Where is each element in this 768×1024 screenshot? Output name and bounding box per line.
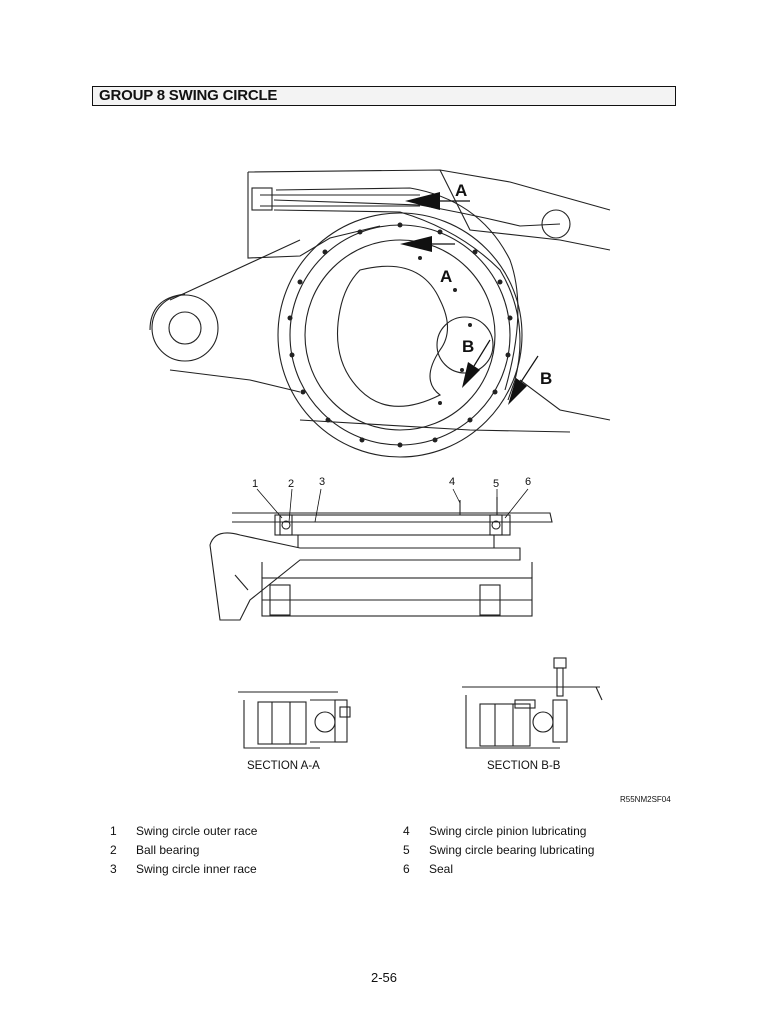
part-number-5: 5 <box>493 478 499 490</box>
inner-race-outline <box>304 239 496 431</box>
outer-race-outline <box>277 212 523 458</box>
part-number-3: 3 <box>319 476 325 488</box>
leader-lines <box>256 488 529 523</box>
hydraulic-lines <box>260 194 420 207</box>
drawing-code: R55NM2SF04 <box>620 795 671 804</box>
view-letter-a2: A <box>440 267 452 286</box>
page-number: 2-56 <box>370 970 398 985</box>
frame-top-edge <box>247 169 611 211</box>
frame-left-block <box>247 172 381 259</box>
section-bb-detail <box>462 657 603 749</box>
boom-pin-hole <box>168 311 202 345</box>
part-number-4: 4 <box>449 476 455 488</box>
section-aa-detail <box>238 691 351 749</box>
pinion-outline <box>436 316 494 374</box>
view-arrows <box>400 192 527 405</box>
frame-right <box>439 169 611 251</box>
boom-pin-boss <box>151 294 219 362</box>
section-bb-label: SECTION B-B <box>487 760 561 772</box>
view-letter-b2: B <box>540 369 552 388</box>
outer-race-bolt-circle <box>289 224 511 446</box>
center-opening <box>337 265 449 407</box>
section-title-box: GROUP 8 SWING CIRCLE <box>92 86 676 106</box>
part-number-6: 6 <box>525 476 531 488</box>
frame-arm <box>169 239 301 393</box>
section-title: GROUP 8 SWING CIRCLE <box>99 87 278 104</box>
grease-line-2 <box>273 209 521 401</box>
bolt-holes <box>287 222 513 448</box>
part-number-1: 1 <box>252 478 258 490</box>
frame-lower-right <box>519 379 611 421</box>
view-letter-b1: B <box>462 337 474 356</box>
grease-line-3 <box>275 187 519 391</box>
boss-arc <box>149 293 186 331</box>
frame-lower-edge <box>299 419 571 433</box>
fitting-block <box>251 187 273 211</box>
view-letter-a1: A <box>455 181 467 200</box>
part-number-2: 2 <box>288 478 294 490</box>
section-aa-label: SECTION A-A <box>247 760 320 772</box>
pin-lug <box>541 209 571 239</box>
side-view <box>209 497 553 621</box>
